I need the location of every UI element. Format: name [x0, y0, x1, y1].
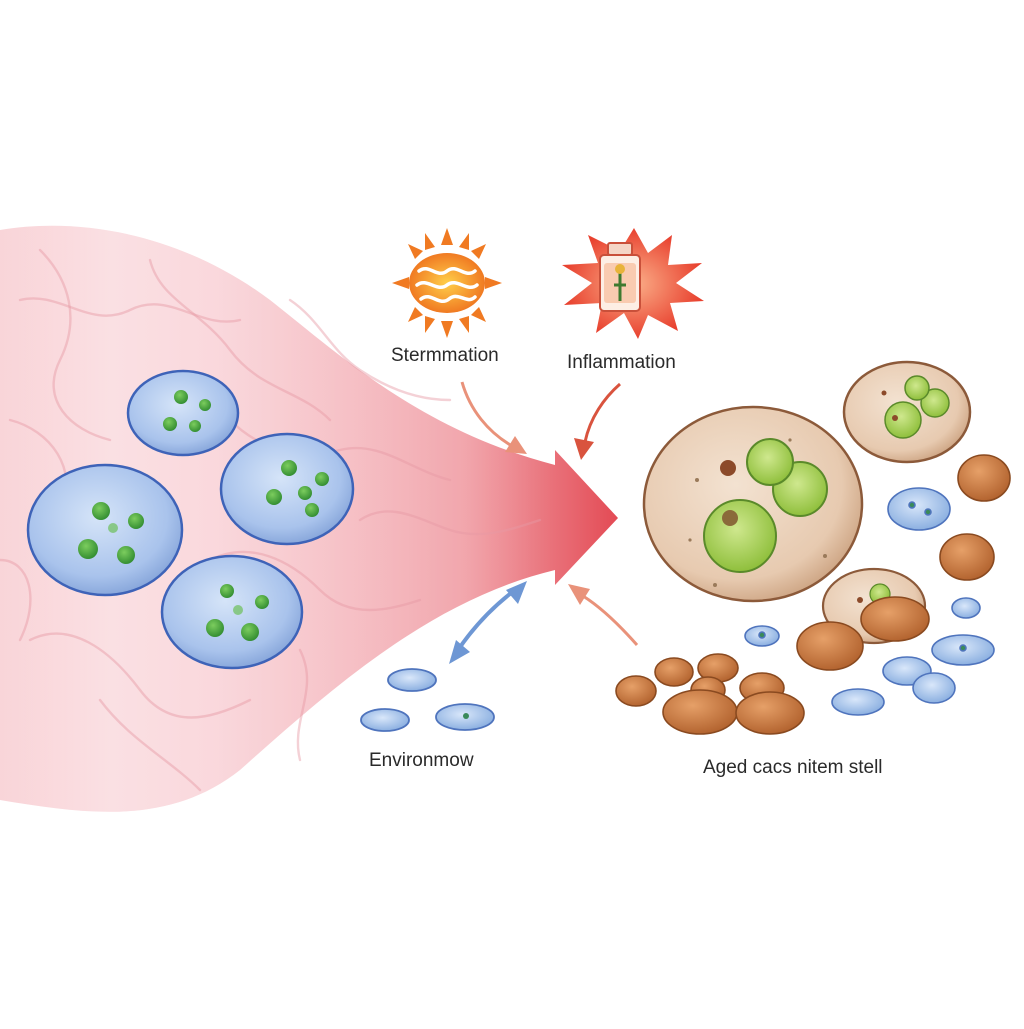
stress-label: Stermmation — [391, 345, 499, 366]
environment-double-arrow — [449, 581, 527, 664]
environment-cells — [360, 668, 495, 732]
aged-cell-large — [642, 405, 864, 603]
aged-cell — [842, 360, 972, 464]
inflammation-label: Inflammation — [567, 352, 676, 373]
healthy-cell — [219, 432, 355, 546]
inflammation-arrow — [574, 382, 621, 460]
feedback-arrow — [568, 584, 639, 646]
aged-stem-cells — [615, 360, 1011, 735]
healthy-stem-cells — [26, 369, 355, 670]
stress-arrow — [460, 381, 527, 454]
small-blue-cells — [744, 487, 995, 716]
healthy-cell — [126, 369, 240, 457]
healthy-cell — [160, 554, 304, 670]
healthy-cell — [26, 463, 184, 597]
environment-label: Environmow — [369, 750, 474, 771]
inflammation-burst-icon — [562, 228, 704, 339]
aged-stem-cell-label: Aged cacs nitem stell — [703, 757, 883, 778]
senescent-cells — [615, 454, 1011, 735]
sun-burst-icon — [392, 228, 502, 338]
